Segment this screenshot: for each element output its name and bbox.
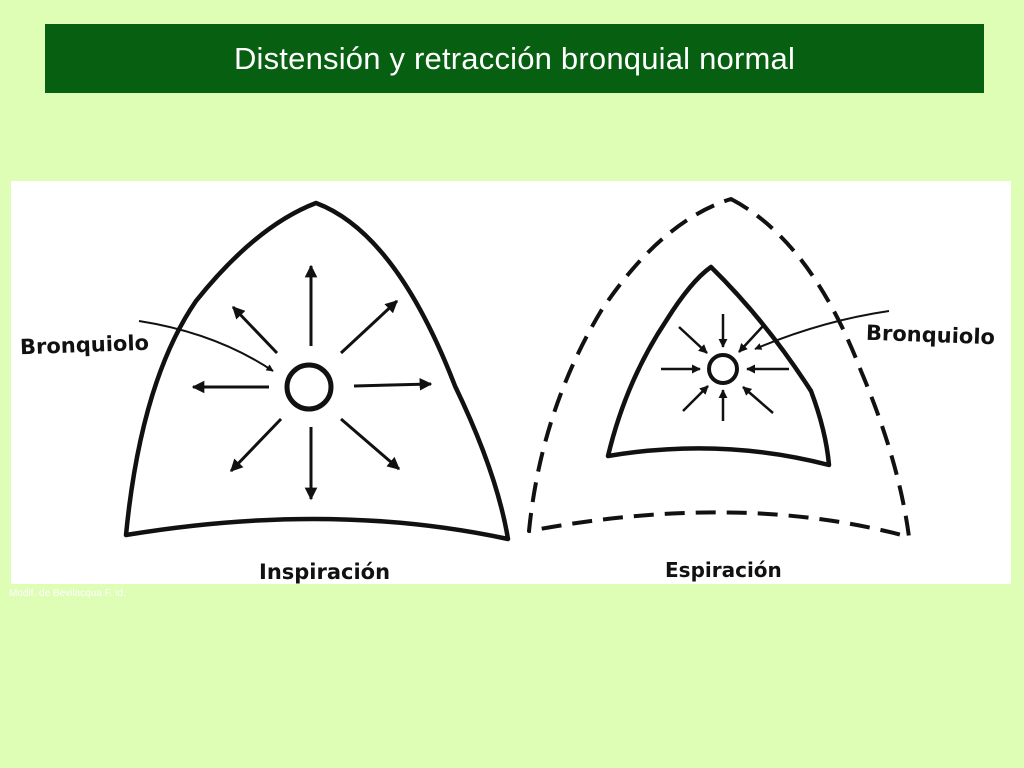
- expiration-lobe-outline: [605, 264, 832, 468]
- image-credit: Modif. de Bevilacqua F. id.: [9, 588, 126, 599]
- arrow-up-right: [339, 299, 399, 355]
- inspiration-bronchiole: [284, 362, 334, 412]
- outward-arrows: [191, 264, 433, 501]
- expiration-caption: Espiración: [665, 558, 782, 582]
- arrow-down-left: [229, 417, 283, 473]
- arrow-in-bottom-right: [742, 386, 774, 414]
- expiration-previous-outline: [527, 197, 911, 539]
- arrow-in-top-right: [738, 325, 764, 353]
- inspiration-lobe-outline: [123, 200, 511, 542]
- bronchial-diagram: [123, 197, 911, 542]
- expiration-lobe: [527, 197, 911, 539]
- inward-arrows: [661, 314, 789, 421]
- inspiration-caption: Inspiración: [259, 560, 391, 584]
- arrow-down-right: [340, 417, 400, 471]
- arrow-up-left: [231, 305, 279, 355]
- arrow-in-bottom-left: [682, 385, 709, 412]
- inspiration-lobe: [123, 200, 511, 542]
- expiration-pointer-line: [754, 310, 890, 350]
- slide-title: Distensión y retracción bronquial normal: [233, 40, 796, 76]
- expiration-bronchiole-label: Bronquiolo: [865, 320, 996, 350]
- arrow-in-top-left: [678, 326, 708, 354]
- inspiration-bronchiole-label: Bronquiolo: [19, 330, 150, 360]
- title-bar: Distensión y retracción bronquial normal: [45, 24, 984, 93]
- figure-panel: Bronquiolo Inspiración Bronquiolo Espira…: [11, 181, 1011, 584]
- expiration-bronchiole: [707, 353, 739, 385]
- arrow-right: [353, 377, 433, 391]
- inspiration-pointer-line: [138, 320, 274, 372]
